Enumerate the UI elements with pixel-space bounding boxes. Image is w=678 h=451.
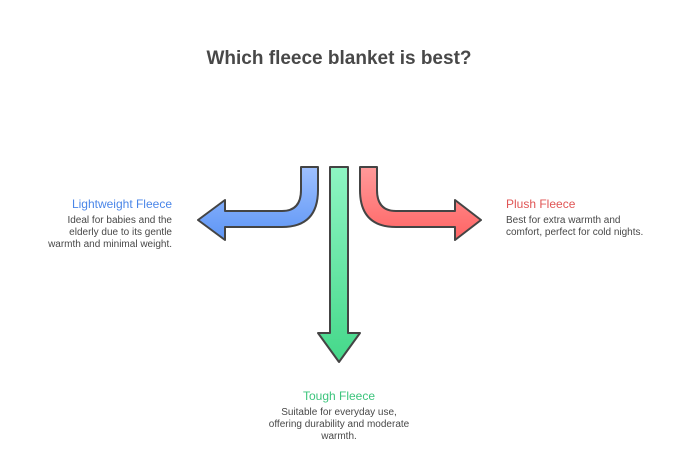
lightweight-description: Ideal for babies and the elderly due to … xyxy=(48,215,172,250)
lightweight-arrow-icon xyxy=(197,166,319,241)
option-lightweight: Lightweight Fleece Ideal for babies and … xyxy=(40,197,172,251)
option-tough: Tough Fleece Suitable for everyday use, … xyxy=(264,389,414,443)
lightweight-heading: Lightweight Fleece xyxy=(71,197,172,211)
tough-arrow-icon xyxy=(317,166,361,363)
tough-heading: Tough Fleece xyxy=(302,389,376,403)
plush-arrow-icon xyxy=(359,166,482,241)
option-plush: Plush Fleece Best for extra warmth and c… xyxy=(506,197,646,239)
tough-description: Suitable for everyday use, offering dura… xyxy=(268,407,410,442)
diagram-title: Which fleece blanket is best? xyxy=(206,48,472,69)
plush-heading: Plush Fleece xyxy=(506,197,576,211)
plush-description: Best for extra warmth and comfort, perfe… xyxy=(506,215,644,238)
